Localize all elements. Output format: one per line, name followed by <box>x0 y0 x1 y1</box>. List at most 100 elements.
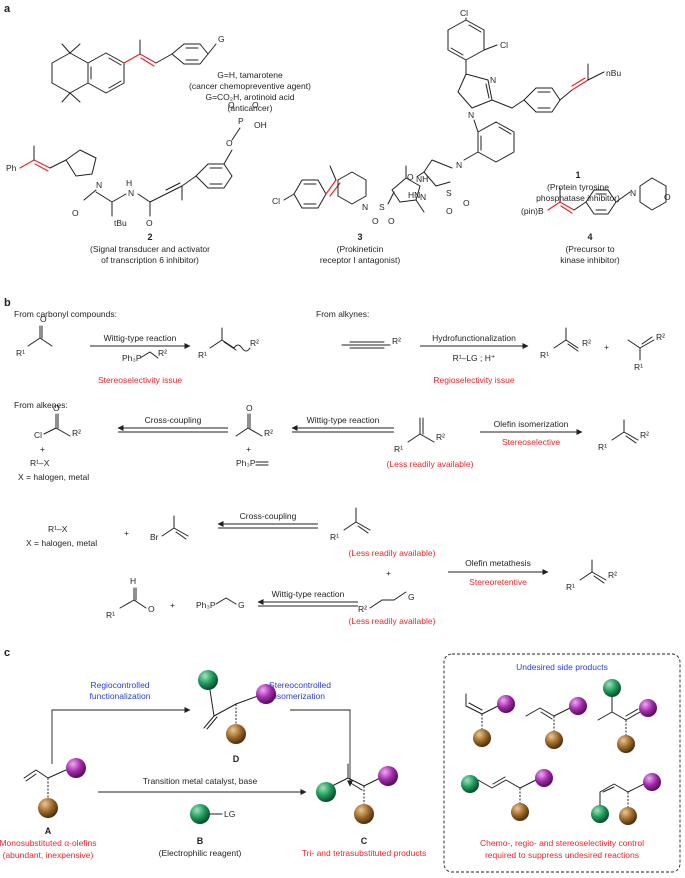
svg-text:HN: HN <box>408 190 420 200</box>
svg-text:H: H <box>130 576 136 586</box>
sphere-brown-d <box>226 724 246 744</box>
sphere-green-b <box>190 804 210 824</box>
carbonyl-reagent: Ph₃P <box>122 353 142 363</box>
svg-text:(Signal transducer and activat: (Signal transducer and activator <box>90 244 210 254</box>
svg-text:O: O <box>463 198 470 208</box>
svg-text:R¹: R¹ <box>634 362 643 372</box>
svg-text:+: + <box>246 444 251 454</box>
svg-text:O: O <box>53 403 60 413</box>
regio-label-1: Regiocontrolled <box>90 680 149 690</box>
panel-label-c: c <box>4 647 10 659</box>
svg-text:O: O <box>40 314 47 324</box>
svg-text:4: 4 <box>587 232 592 242</box>
stereoselective-label: Stereoselective <box>502 437 560 447</box>
side-note-2: required to suppress undesired reactions <box>485 850 639 860</box>
panel-label-b: b <box>4 297 11 309</box>
svg-text:(Prokineticin: (Prokineticin <box>337 244 384 254</box>
svg-text:2: 2 <box>147 232 152 242</box>
svg-text:N: N <box>630 188 636 198</box>
svg-text:(Less readily available): (Less readily available) <box>349 616 436 626</box>
svg-text:R²: R² <box>582 338 591 348</box>
compound-2-structure: Ph N O tBu H N O O P O O OH <box>6 100 267 228</box>
svg-text:(anticancer): (anticancer) <box>228 103 273 113</box>
compound-3-caption: 3 (Prokineticin receptor I antagonist) <box>320 232 400 265</box>
svg-text:(Less readily available): (Less readily available) <box>387 459 474 469</box>
cross-coupling-label: Cross-coupling <box>145 415 202 425</box>
svg-text:R¹: R¹ <box>566 582 575 592</box>
regio-label-2: functionalization <box>90 691 151 701</box>
svg-text:Cl: Cl <box>500 40 508 50</box>
desc-a-2: (abundant, inexpensive) <box>3 850 94 860</box>
wittig-label-2: Wittig-type reaction <box>272 589 345 599</box>
atom-g: G <box>218 34 225 44</box>
carbonyl-heading: From carbonyl compounds: <box>14 309 117 319</box>
svg-text:+: + <box>386 568 391 578</box>
svg-text:N: N <box>128 188 134 198</box>
svg-text:X = halogen, metal: X = halogen, metal <box>18 472 89 482</box>
sphere-purple-a <box>66 758 86 778</box>
svg-text:Cl: Cl <box>460 8 468 18</box>
svg-text:Ph₃P: Ph₃P <box>236 458 256 468</box>
svg-text:H: H <box>126 178 132 188</box>
alkene-route-1: From alkenes: Cl O R² + R¹–X X = halogen… <box>14 400 649 482</box>
alkyne-heading: From alkynes: <box>316 309 369 319</box>
svg-text:phosphatase inhibitor): phosphatase inhibitor) <box>536 193 620 203</box>
svg-text:R¹: R¹ <box>106 610 115 620</box>
svg-text:Cl: Cl <box>272 196 280 206</box>
alkyne-route: From alkynes: R² Hydrofunctionalization … <box>316 309 665 385</box>
svg-text:O: O <box>246 403 253 413</box>
svg-text:R²: R² <box>264 428 273 438</box>
svg-text:R²: R² <box>392 336 401 346</box>
desc-c: Tri- and tetrasubstituted products <box>302 848 426 858</box>
svg-text:(cancer chemopreventive agent): (cancer chemopreventive agent) <box>189 81 311 91</box>
svg-text:O: O <box>388 216 395 226</box>
compound-2-caption: 2 (Signal transducer and activator of tr… <box>90 232 210 265</box>
svg-text:O: O <box>664 192 671 202</box>
svg-text:N: N <box>490 75 496 85</box>
svg-text:R²: R² <box>436 432 445 442</box>
svg-text:N: N <box>96 180 102 190</box>
compound-1-caption: 1 (Protein tyrosine phosphatase inhibito… <box>536 170 620 203</box>
svg-text:(Protein tyrosine: (Protein tyrosine <box>547 182 609 192</box>
label-c: C <box>361 836 368 846</box>
svg-text:S: S <box>446 188 452 198</box>
sphere-green-d <box>198 670 218 690</box>
svg-text:3: 3 <box>357 232 362 242</box>
compound-4-caption: 4 (Precursor to kinase inhibitor) <box>560 232 620 265</box>
svg-text:R¹: R¹ <box>16 348 25 358</box>
svg-text:R²: R² <box>158 348 167 358</box>
svg-text:Cl: Cl <box>34 430 42 440</box>
alkene-route-2: R¹–X X = halogen, metal + Br Cross-coupl… <box>26 507 617 626</box>
regioselectivity-issue: Regioselectivity issue <box>433 375 515 385</box>
svg-text:+: + <box>170 600 175 610</box>
carbonyl-route: From carbonyl compounds: O R¹ Wittig-typ… <box>14 309 259 385</box>
svg-text:O: O <box>72 208 79 218</box>
lg-label: LG <box>224 809 235 819</box>
svg-text:receptor I antagonist): receptor I antagonist) <box>320 255 400 265</box>
svg-text:(pin)B: (pin)B <box>521 206 544 216</box>
svg-text:O: O <box>148 604 155 614</box>
compound-3-structure: Cl N S O O NH N <box>272 165 428 226</box>
svg-text:(Precursor to: (Precursor to <box>565 244 614 254</box>
svg-text:tBu: tBu <box>114 218 127 228</box>
svg-text:R²: R² <box>250 338 259 348</box>
tamarotene-caption: G=H, tamarotene (cancer chemopreventive … <box>189 70 311 113</box>
svg-text:R¹: R¹ <box>394 444 403 454</box>
svg-text:X = halogen, metal: X = halogen, metal <box>26 538 97 548</box>
svg-text:+: + <box>40 444 45 454</box>
alkyne-reaction: Hydrofunctionalization <box>432 333 516 343</box>
svg-text:(Less readily available): (Less readily available) <box>349 548 436 558</box>
sphere-purple-d <box>256 684 276 704</box>
svg-text:nBu: nBu <box>606 68 621 78</box>
alkene-heading: From alkenes: <box>14 400 68 410</box>
label-d: D <box>233 754 240 764</box>
svg-text:R²: R² <box>656 332 665 342</box>
svg-text:N: N <box>468 110 474 120</box>
sphere-brown-c <box>354 804 374 824</box>
alkyne-reagent: R¹–LG ; H⁺ <box>453 353 496 363</box>
svg-text:O: O <box>446 206 453 216</box>
svg-text:Ph: Ph <box>6 163 17 173</box>
svg-text:of transcription 6 inhibitor): of transcription 6 inhibitor) <box>101 255 199 265</box>
panel-label-a: a <box>4 3 11 15</box>
